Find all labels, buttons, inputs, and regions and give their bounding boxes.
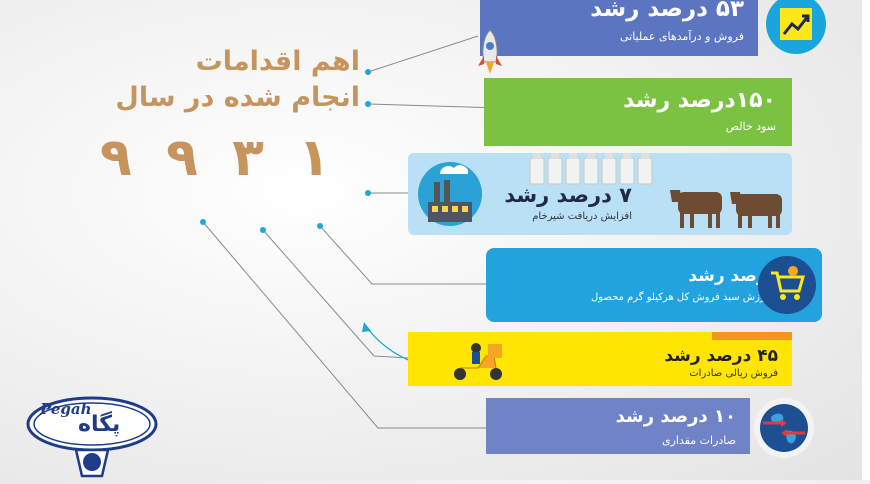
card-6-subtitle: صادرات مقداری <box>661 434 736 447</box>
title-line-2: انجام شده در سال <box>115 82 360 113</box>
card-2-headline: ۱۵۰درصد رشد <box>623 88 776 113</box>
card-5-subtitle: فروش ریالی صادرات <box>689 368 778 379</box>
card-sales-growth: ۵۳ درصد رشد فروش و درآمدهای عملیاتی <box>480 0 758 56</box>
card-3-headline: ۷ درصد رشد <box>504 183 632 207</box>
chart-up-icon <box>766 0 826 54</box>
card-export-volume: ۱۰ درصد رشد صادرات مقداری <box>486 398 750 454</box>
card-net-profit: ۱۵۰درصد رشد سود خالص <box>484 78 792 146</box>
globe-icon <box>754 398 814 458</box>
page-title: اهم اقدامات انجام شده در سال <box>60 44 360 116</box>
card-3-subtitle: افزایش دریافت شیرخام <box>532 211 632 222</box>
year-digit-3: ۹ <box>166 128 198 188</box>
pegah-logo-latin: Pegah <box>40 400 92 418</box>
title-line-1: اهم اقدامات <box>195 46 360 77</box>
year-number: ۱ ۳ ۹ ۹ <box>100 128 330 188</box>
card-raw-milk: ۷ درصد رشد افزایش دریافت شیرخام <box>408 153 792 235</box>
year-digit-2: ۳ <box>232 128 264 188</box>
card-5-headline: ۴۵ درصد رشد <box>664 346 778 366</box>
pegah-logo-persian: پگاه <box>78 412 121 437</box>
card-export-revenue: ۴۵ درصد رشد فروش ریالی صادرات <box>408 332 792 386</box>
pegah-logo: Pegah پگاه <box>20 394 170 480</box>
page-edge <box>862 0 870 480</box>
card-6-headline: ۱۰ درصد رشد <box>615 406 736 427</box>
card-2-subtitle: سود خالص <box>725 120 776 133</box>
card-4-subtitle: افزایش ارزش سبد فروش کل هرکیلو گرم محصول <box>590 292 802 303</box>
card-5-accent <box>712 332 792 340</box>
card-1-headline: ۵۳ درصد رشد <box>590 0 744 22</box>
card-1-subtitle: فروش و درآمدهای عملیاتی <box>619 30 744 43</box>
year-digit-1: ۱ <box>298 128 330 188</box>
year-digit-4: ۹ <box>100 128 132 188</box>
cart-icon <box>758 256 816 314</box>
